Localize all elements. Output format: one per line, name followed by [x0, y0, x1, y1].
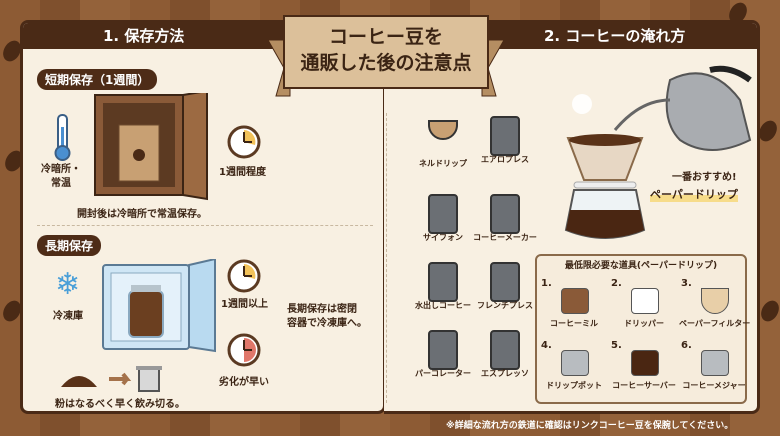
ground-note-text: 粉はなるべく早く飲み切る。 — [55, 399, 185, 410]
brewing-method-icon — [490, 116, 520, 156]
brewing-method-label: コーヒーメーカー — [473, 233, 537, 242]
long-duration-text: 1週間以上 — [221, 299, 268, 310]
brewing-method-label: 水出しコーヒー — [415, 301, 471, 310]
clock-icon — [227, 259, 261, 293]
tool-label: ドリップポット — [546, 381, 602, 390]
brewing-method-icon — [428, 330, 458, 370]
tool-number: 2. — [611, 278, 622, 289]
tool-icon — [561, 288, 589, 314]
short-note-text: 開封後は冷暗所で常温保存。 — [77, 209, 207, 220]
warning-clock-icon — [227, 333, 261, 367]
brewing-method-label: サイフォン — [423, 233, 463, 242]
brewing-method-icon — [428, 194, 458, 234]
tool-number: 3. — [681, 278, 692, 289]
cabinet-icon — [94, 93, 208, 201]
short-duration-text: 1週間程度 — [219, 167, 266, 178]
clock-icon — [227, 125, 261, 159]
tool-icon — [701, 288, 729, 314]
recommend-sub-text: 一番おすすめ! — [672, 172, 737, 183]
divider — [386, 113, 387, 403]
brewing-method-label: パーコレーター — [415, 369, 471, 378]
ground-coffee-to-trash-icon — [61, 366, 162, 392]
ribbon-shape — [268, 15, 504, 97]
tool-label: コーヒーミル — [550, 319, 598, 328]
brewing-method-icon — [490, 262, 520, 302]
brewing-method-label: ネルドリップ — [419, 159, 467, 168]
tool-number: 4. — [541, 340, 552, 351]
tools-box: 最低限必要な道具(ペーパードリップ) 1. コーヒーミル 2. ドリッパー 3. ペーパー… — [535, 254, 751, 404]
freezer-icon — [102, 259, 216, 353]
tool-number: 6. — [681, 340, 692, 351]
brewing-method-label: エアロプレス — [481, 155, 529, 164]
brewing-method-icon — [428, 262, 458, 302]
long-place-text: 冷凍庫 — [53, 311, 83, 322]
page-title: コーヒー豆を通販した後の注意点 — [268, 24, 504, 76]
tool-label: コーヒーメジャー — [682, 381, 746, 390]
tool-icon — [561, 350, 589, 376]
long-note-text: 長期保存は密閉 容器で冷凍庫へ。 — [287, 304, 367, 329]
recommend-main-text: ペーパードリップ — [650, 186, 738, 202]
long-term-label: 長期保存 — [37, 235, 102, 256]
divider — [37, 225, 373, 226]
brewing-method-label: フレンチプレス — [477, 301, 533, 310]
brewing-method-label: エスプレッソ — [481, 369, 529, 378]
title-line1: コーヒー豆を — [328, 26, 443, 48]
short-place-text: 冷暗所・ 常温 — [41, 164, 81, 189]
tool-label: ドリッパー — [624, 319, 664, 328]
title-banner: コーヒー豆を通販した後の注意点 — [268, 12, 504, 100]
tool-label: ペーパーフィルター — [679, 319, 751, 328]
paper-drip-illustration — [564, 65, 752, 239]
brewing-method-icon — [490, 194, 520, 234]
tool-icon — [631, 288, 659, 314]
tool-icon — [701, 350, 729, 376]
snowflake-icon: ❄ — [55, 267, 81, 302]
tool-icon — [631, 350, 659, 376]
brewing-method-icon — [428, 120, 458, 140]
brewing-method-icon — [490, 330, 520, 370]
footer-note: ※詳細な流れ方の鉄道に確認はリンクコーヒー豆を保腕してください。 — [446, 421, 734, 431]
tool-label: コーヒーサーバー — [612, 381, 676, 390]
thermometer-icon — [54, 114, 71, 161]
tool-number: 5. — [611, 340, 622, 351]
short-term-label: 短期保存（1週間） — [37, 69, 158, 90]
warning-text: 劣化が早い — [219, 377, 269, 388]
title-line2: 通販した後の注意点 — [300, 52, 472, 74]
tools-title: 最低限必要な道具(ペーパードリップ) — [564, 261, 718, 271]
tool-number: 1. — [541, 278, 552, 289]
